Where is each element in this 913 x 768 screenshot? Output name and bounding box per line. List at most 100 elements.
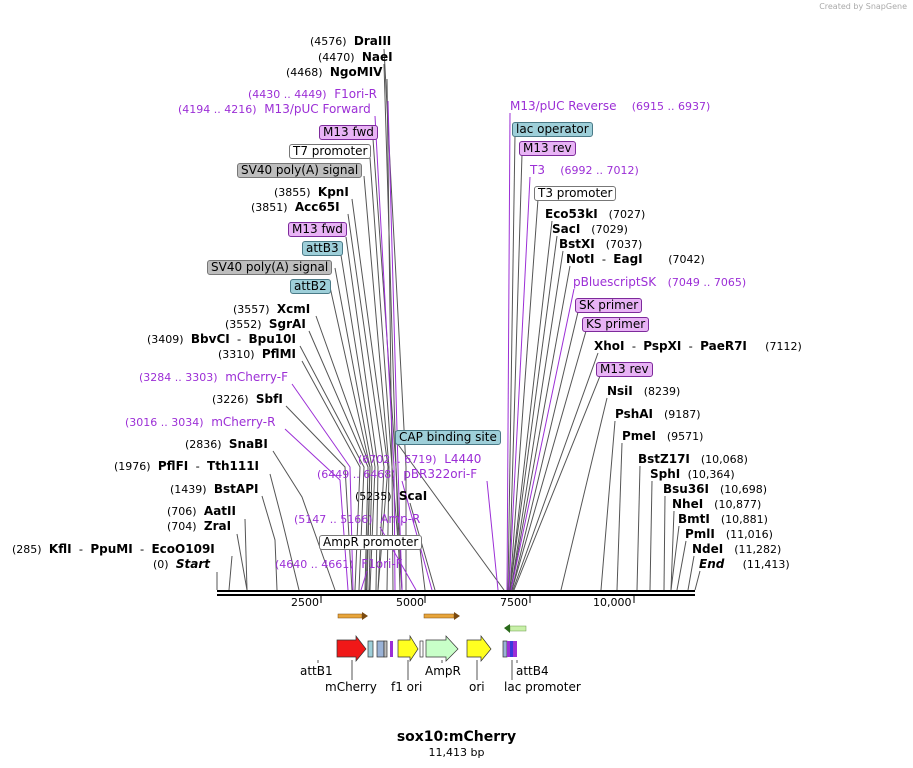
sequence-start[interactable]: (0) Start (153, 557, 211, 572)
enzyme-draiii[interactable]: (4576) DraIII (310, 35, 391, 49)
label-lac-promoter[interactable]: lac promoter (504, 680, 581, 694)
feature-sv40-polya-signal-2[interactable]: SV40 poly(A) signal (207, 260, 333, 275)
enzyme-position: (3851) (251, 201, 288, 214)
primer-m13-rev-2[interactable]: M13 rev (596, 362, 653, 377)
enzyme-ngomiv[interactable]: (4468) NgoMIV (286, 66, 382, 80)
sequence-backbone-2 (217, 594, 695, 596)
feature-lac-operator[interactable]: lac operator (512, 122, 593, 137)
enzyme-pshai[interactable]: PshAI (9187) (615, 407, 701, 422)
feature-f1ori-f[interactable]: (4640 .. 4661) F1ori-F (275, 557, 403, 572)
label-f1-ori[interactable]: f1 ori (391, 680, 423, 694)
enzyme-position: (7037) (605, 238, 643, 251)
enzyme-name: PflFI (157, 459, 189, 473)
enzyme-xcmi[interactable]: (3557) XcmI (233, 303, 310, 317)
enzyme-position: (10,881) (720, 513, 768, 526)
label-attb4[interactable]: attB4 (516, 664, 549, 678)
enzyme-pflmi[interactable]: (3310) PflMI (218, 348, 296, 362)
label-attb1[interactable]: attB1 (300, 664, 333, 678)
primer-m13-rev[interactable]: M13 rev (519, 141, 576, 156)
enzyme-name: SgrAI (268, 317, 306, 331)
sv40-box (383, 640, 388, 658)
enzyme-bstxi[interactable]: BstXI (7037) (559, 237, 643, 252)
feature-m13puc-forward[interactable]: (4194 .. 4216) M13/pUC Forward (178, 103, 371, 117)
enzyme-name: PmeI (622, 429, 656, 443)
label-mcherry[interactable]: mCherry (325, 680, 377, 694)
enzyme-position: (3226) (212, 393, 249, 406)
enzyme-sgrai[interactable]: (3552) SgrAI (225, 317, 306, 332)
enzyme-name: NsiI (607, 384, 633, 398)
feature-m13puc-reverse[interactable]: M13/pUC Reverse (6915 .. 6937) (510, 100, 710, 114)
ori-arrow (466, 634, 492, 662)
feature-t3-promoter[interactable]: T3 promoter (534, 186, 617, 201)
enzyme-pmli[interactable]: PmlI (11,016) (685, 528, 773, 542)
feature-ampr-promoter[interactable]: AmpR promoter (319, 535, 423, 550)
separator: - (688, 339, 693, 353)
enzyme-position: (3409) (147, 333, 184, 346)
enzyme-name: BstXI (559, 237, 595, 251)
enzyme-aatii[interactable]: (706) AatII (167, 505, 236, 519)
enzyme-kpni[interactable]: (3855) KpnI (274, 186, 349, 200)
enzyme-bstz17i[interactable]: BstZ17I (10,068) (638, 453, 748, 467)
enzyme-eco53ki[interactable]: Eco53kI (7027) (545, 208, 645, 222)
enzyme-pmei[interactable]: PmeI (9571) (622, 429, 703, 444)
label-ampr[interactable]: AmpR (425, 664, 461, 678)
feature-sv40-polya-signal[interactable]: SV40 poly(A) signal (237, 163, 363, 178)
enzyme-snabi[interactable]: (2836) SnaBI (185, 438, 268, 452)
axis-tick-label: 7500 (500, 596, 528, 609)
feature-t3[interactable]: T3 (6992 .. 7012) (530, 163, 639, 178)
enzyme-bsu36i[interactable]: Bsu36I (10,698) (663, 482, 767, 497)
enzyme-name: SacI (552, 222, 581, 236)
primer-m13-fwd[interactable]: M13 fwd (319, 125, 378, 140)
enzyme-name: ZraI (203, 519, 232, 533)
primer-sk[interactable]: SK primer (575, 298, 643, 313)
feature-mcherry-f[interactable]: (3284 .. 3303) mCherry-F (139, 371, 288, 385)
enzyme-xhoi-pspxi-paer7i[interactable]: XhoI - PspXI - PaeR7I (7112) (594, 339, 802, 354)
enzyme-kfli-ppumi-ecoo109i[interactable]: (285) KflI - PpuMI - EcoO109I (12, 542, 215, 557)
enzyme-nhei[interactable]: NheI (10,877) (672, 498, 761, 512)
feature-mcherry-r[interactable]: (3016 .. 3034) mCherry-R (125, 416, 275, 430)
enzyme-name: Start (175, 557, 211, 571)
feature-name: T3 (530, 163, 545, 177)
enzyme-scai[interactable]: (5235) ScaI (355, 490, 427, 504)
enzyme-name: Bpu10I (248, 332, 296, 346)
feature-attb2[interactable]: attB2 (290, 279, 331, 294)
feature-l4440[interactable]: (6702 .. 6719) L4440 (358, 453, 481, 467)
enzyme-sphi[interactable]: SphI (10,364) (650, 468, 735, 482)
enzyme-name: Bsu36I (663, 482, 709, 496)
feature-attb3[interactable]: attB3 (302, 241, 343, 256)
feature-name: F1ori-F (361, 557, 403, 571)
feature-pbluescriptsk[interactable]: pBluescriptSK (7049 .. 7065) (573, 276, 746, 290)
enzyme-bstapi[interactable]: (1439) BstAPI (170, 483, 258, 497)
enzyme-position: (7042) (668, 253, 705, 266)
enzyme-naei[interactable]: (4470) NaeI (318, 51, 393, 65)
sequence-end[interactable]: End (11,413) (699, 558, 790, 572)
enzyme-position: (11,016) (725, 528, 773, 541)
feature-amp-r[interactable]: (5147 .. 5166) Amp-R (294, 513, 420, 527)
enzyme-position: (7112) (765, 340, 802, 353)
label-ori[interactable]: ori (469, 680, 485, 694)
separator: - (601, 252, 606, 266)
enzyme-acc65i[interactable]: (3851) Acc65I (251, 201, 340, 215)
enzyme-saci[interactable]: SacI (7029) (552, 222, 628, 237)
feature-range: (6449 .. 6468) (317, 468, 396, 481)
enzyme-nsii[interactable]: NsiI (8239) (607, 384, 680, 399)
feature-f1ori-r[interactable]: (4430 .. 4449) F1ori-R (248, 88, 377, 102)
feature-t7-promoter[interactable]: T7 promoter (289, 144, 372, 159)
feature-name: pBR322ori-F (403, 467, 478, 481)
axis-tick-label: 5000 (396, 596, 424, 609)
separator: - (631, 339, 636, 353)
enzyme-pflfi-tth111i[interactable]: (1976) PflFI - Tth111I (114, 459, 259, 474)
enzyme-noti-eagi[interactable]: NotI - EagI (7042) (566, 252, 705, 267)
enzyme-name: PshAI (615, 407, 654, 421)
enzyme-sbfi[interactable]: (3226) SbfI (212, 393, 283, 407)
enzyme-bbvci-bpu10i[interactable]: (3409) BbvCI - Bpu10I (147, 332, 296, 347)
enzyme-bmti[interactable]: BmtI (10,881) (678, 513, 768, 527)
enzyme-name: EcoO109I (151, 542, 215, 556)
feature-cap-binding-site[interactable]: CAP binding site (395, 430, 501, 445)
primer-ks[interactable]: KS primer (582, 317, 650, 332)
axis-tick-label: 10,000 (593, 596, 632, 609)
feature-pbr322ori-f[interactable]: (6449 .. 6468) pBR322ori-F (317, 467, 478, 482)
primer-m13-fwd-2[interactable]: M13 fwd (288, 222, 347, 237)
enzyme-ndei[interactable]: NdeI (11,282) (692, 543, 781, 557)
enzyme-zrai[interactable]: (704) ZraI (167, 519, 232, 534)
